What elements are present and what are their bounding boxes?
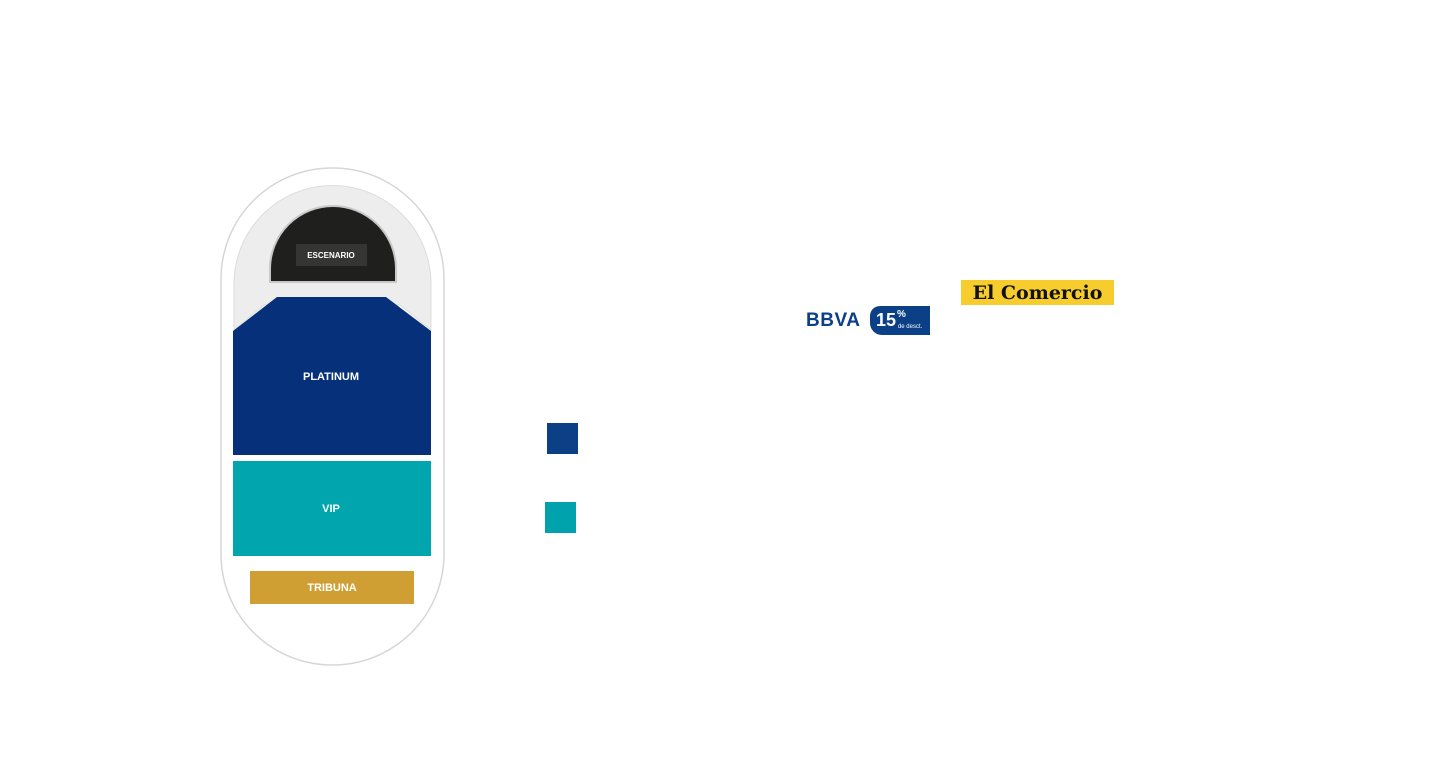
bbva-name: BBVA bbox=[806, 309, 861, 331]
bbva-discount-note: de desct. bbox=[897, 323, 923, 330]
legend-swatch-vip bbox=[545, 502, 576, 533]
stage-label: ESCENARIO bbox=[307, 251, 355, 260]
zone-platinum-label: PLATINUM bbox=[303, 371, 359, 383]
stage-label-box bbox=[296, 244, 367, 266]
zone-vip-label: VIP bbox=[322, 503, 340, 515]
bbva-percent: % bbox=[897, 309, 906, 320]
zone-platinum[interactable] bbox=[233, 297, 431, 455]
el-comercio-logo: El Comercio bbox=[961, 280, 1114, 305]
zone-tribuna[interactable] bbox=[250, 571, 414, 604]
bbva-discount-badge: 15 % de desct. bbox=[870, 306, 930, 335]
bbva-logo: BBVA 15 % de desct. bbox=[806, 306, 932, 335]
bbva-discount: 15 bbox=[876, 310, 897, 330]
zone-vip[interactable] bbox=[233, 461, 431, 556]
el-comercio-name: El Comercio bbox=[972, 281, 1103, 304]
zone-tribuna-label: TRIBUNA bbox=[307, 582, 357, 594]
legend-swatch-platinum bbox=[547, 423, 578, 454]
